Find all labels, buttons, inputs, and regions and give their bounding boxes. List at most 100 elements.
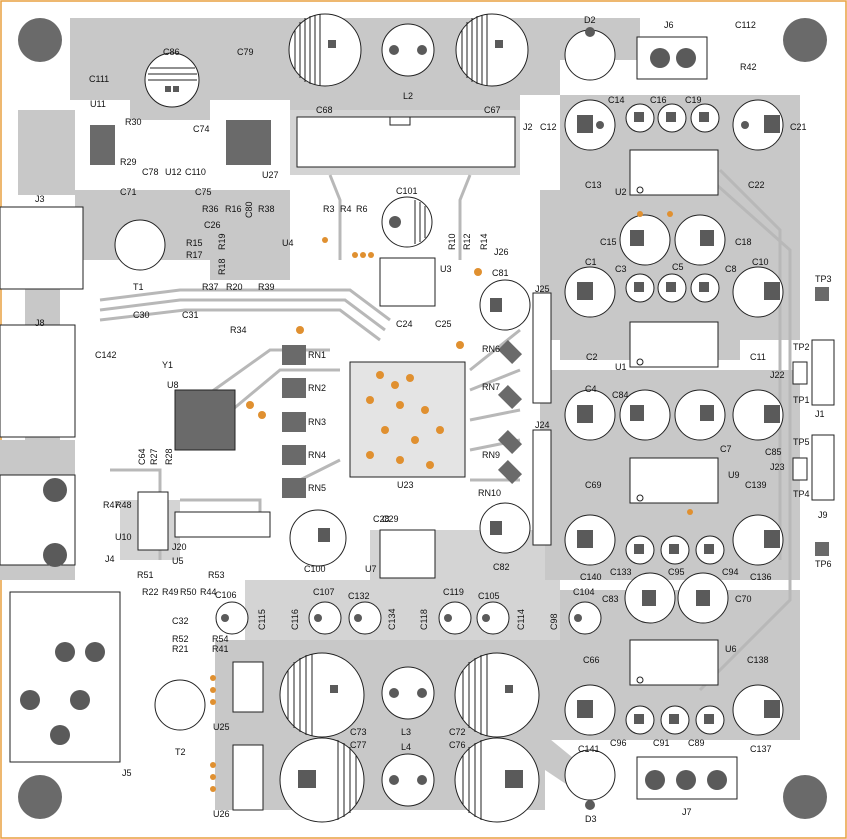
label-C141: C141: [578, 744, 600, 754]
label-R6: R6: [356, 204, 368, 214]
label-C112: C112: [735, 20, 756, 30]
label-U7: U7: [365, 564, 377, 574]
label-R41: R41: [212, 644, 229, 654]
label-C84: C84: [612, 390, 629, 400]
label-C21: C21: [790, 122, 807, 132]
label-R3: R3: [323, 204, 335, 214]
label-R4: R4: [340, 204, 352, 214]
label-C106: C106: [215, 590, 237, 600]
ref-labels: C86 C79 C111 U11 R30 C74 R29 C78 U12 C11…: [35, 15, 832, 824]
label-D3: D3: [585, 814, 597, 824]
label-R15: R15: [186, 238, 203, 248]
cap-C85-icon: [732, 389, 784, 441]
header-J20-icon: [174, 511, 271, 538]
label-U3: U3: [440, 264, 452, 274]
cap-C72-icon: [454, 652, 540, 738]
cap-C82-icon: [479, 502, 531, 554]
label-C105: C105: [478, 591, 500, 601]
connector-J6-icon: [636, 36, 708, 80]
label-RN7: RN7: [482, 382, 500, 392]
label-R30: R30: [125, 117, 142, 127]
label-C76: C76: [449, 740, 466, 750]
mounting-hole-icon: [783, 775, 827, 819]
label-D2: D2: [584, 15, 596, 25]
label-RN3: RN3: [308, 417, 326, 427]
label-U4: U4: [282, 238, 294, 248]
label-C2: C2: [586, 352, 598, 362]
label-C86: C86: [163, 47, 180, 57]
label-U12: U12: [165, 167, 182, 177]
ic-U7-icon: [379, 529, 436, 579]
cap-C96-icon: [564, 684, 616, 736]
label-RN5: RN5: [308, 483, 326, 493]
label-TP2: TP2: [793, 342, 810, 352]
label-R29: R29: [120, 157, 137, 167]
label-C32: C32: [172, 616, 189, 626]
label-C140: C140: [580, 572, 602, 582]
cap-C68-icon: [288, 13, 362, 87]
header-J24-icon: [532, 429, 552, 546]
cap-C73-icon: [279, 652, 365, 738]
label-TP3: TP3: [815, 274, 832, 284]
label-TP6: TP6: [815, 559, 832, 569]
label-R44: R44: [200, 587, 217, 597]
cap-C4-icon: [564, 389, 616, 441]
cap-C21-icon: [732, 99, 784, 151]
cap-C76-icon: [454, 737, 540, 823]
label-J6: J6: [664, 20, 674, 30]
connector-J8-icon: [0, 324, 76, 438]
label-U5: U5: [172, 556, 184, 566]
label-R53: R53: [208, 570, 225, 580]
header-J2-icon: [296, 116, 516, 168]
ic-U1-icon: [629, 321, 719, 368]
connector-J1-icon: [811, 339, 835, 406]
label-U1: U1: [615, 362, 627, 372]
label-C3: C3: [615, 264, 627, 274]
label-RN6: RN6: [482, 344, 500, 354]
label-C4: C4: [585, 384, 597, 394]
label-R54: R54: [212, 634, 229, 644]
label-C98: C98: [549, 613, 559, 630]
label-U25: U25: [213, 722, 230, 732]
connector-U26-icon: [232, 744, 264, 811]
label-C18: C18: [735, 237, 752, 247]
label-U6: U6: [725, 644, 737, 654]
label-TP1: TP1: [793, 395, 810, 405]
label-C94: C94: [722, 567, 739, 577]
label-L4: L4: [401, 742, 411, 752]
label-C1: C1: [585, 257, 597, 267]
diode-D2-icon: [564, 29, 616, 81]
label-C83: C83: [602, 594, 619, 604]
label-C114: C114: [516, 609, 526, 630]
label-J24: J24: [535, 420, 550, 430]
label-J23: J23: [770, 462, 785, 472]
connector-J3-icon: [0, 206, 84, 290]
label-C116: C116: [290, 609, 300, 630]
label-R12: R12: [462, 233, 472, 250]
label-C77: C77: [350, 740, 367, 750]
label-U9: U9: [728, 470, 740, 480]
label-R39: R39: [258, 282, 275, 292]
label-C101: C101: [396, 186, 418, 196]
cap-C83-icon: [624, 572, 676, 624]
label-C91: C91: [653, 738, 670, 748]
label-R51: R51: [137, 570, 154, 580]
label-U27: U27: [262, 170, 279, 180]
cap-C67-icon: [455, 13, 529, 87]
label-RN9: RN9: [482, 450, 500, 460]
label-C104: C104: [573, 587, 595, 597]
large-capacitors: [144, 13, 540, 823]
cap-C18-icon: [674, 214, 726, 266]
connectors: [0, 36, 835, 811]
label-C19: C19: [685, 95, 702, 105]
label-C5: C5: [672, 262, 684, 272]
label-C134: C134: [387, 608, 397, 630]
label-R19: R19: [217, 233, 227, 250]
label-C29: C29: [382, 514, 399, 524]
test-points: [792, 287, 829, 556]
cap-C101-icon: [381, 196, 433, 248]
label-RN2: RN2: [308, 383, 326, 393]
label-C78: C78: [142, 167, 159, 177]
label-J3: J3: [35, 194, 45, 204]
label-C11: C11: [750, 352, 766, 362]
